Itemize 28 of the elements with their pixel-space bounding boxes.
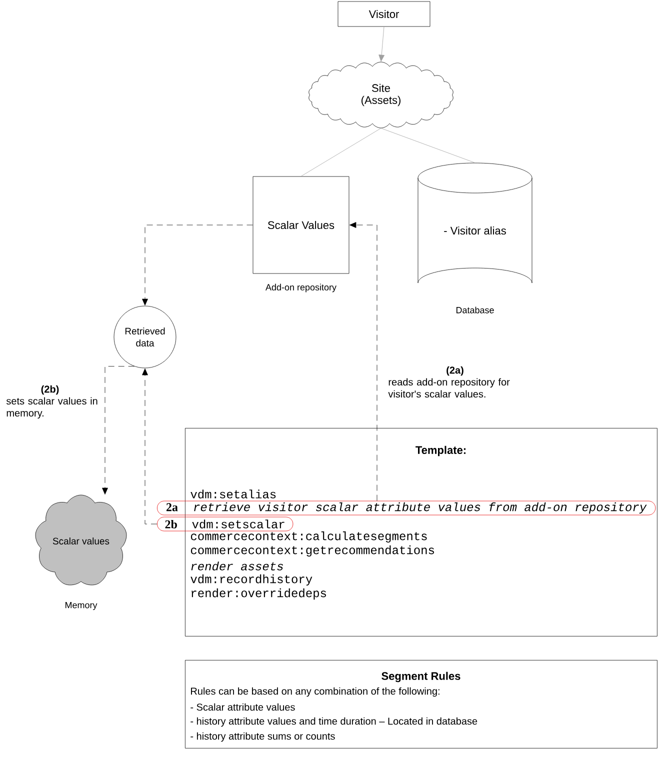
rule-text: - history attribute values and time duration – Located in database — [190, 717, 478, 727]
node-label: Database — [456, 306, 494, 314]
code-line: render:overridedeps — [192, 588, 326, 600]
rules-box: Segment Rules Rules can be based on any combination of the following: - Scalar attribute values - history attribute values and time duration – Located in database - history attribute sums or counts — [185, 660, 658, 748]
code-line: vdm:setalias — [190, 490, 276, 498]
arrow — [102, 366, 135, 494]
arrow — [378, 26, 384, 62]
code-line: commercecontext:calculatesegments — [190, 531, 427, 543]
node-label: Memory — [65, 602, 98, 610]
step-label: (2b) — [41, 385, 59, 395]
memory-cloud: Scalar values — [35, 494, 127, 586]
rule-text: - history attribute sums or counts — [190, 732, 335, 742]
site-cloud: Site (Assets) — [308, 62, 454, 128]
arrow — [350, 222, 378, 501]
arrow — [142, 368, 158, 524]
step-label: (2a) — [446, 366, 464, 376]
code-line: vdm:recordhistory — [190, 574, 312, 586]
code-line: render assets — [191, 562, 283, 570]
rule-text: Rules can be based on any combination of the following: — [191, 687, 440, 697]
database-cylinder: - Visitor alias — [418, 162, 532, 284]
arrow — [142, 224, 253, 306]
process-box: Visitor — [338, 1, 430, 27]
note-text: sets scalar values in memory. — [6, 397, 98, 419]
rule-text: - Scalar attribute values — [190, 703, 295, 711]
node-label: Add-on repository — [266, 284, 336, 292]
note-text: reads add-on repository for visitor's scalar values. — [388, 378, 510, 398]
repository-box: Scalar Values — [252, 176, 350, 274]
code-line: commercecontext:getrecommendations — [190, 545, 434, 557]
